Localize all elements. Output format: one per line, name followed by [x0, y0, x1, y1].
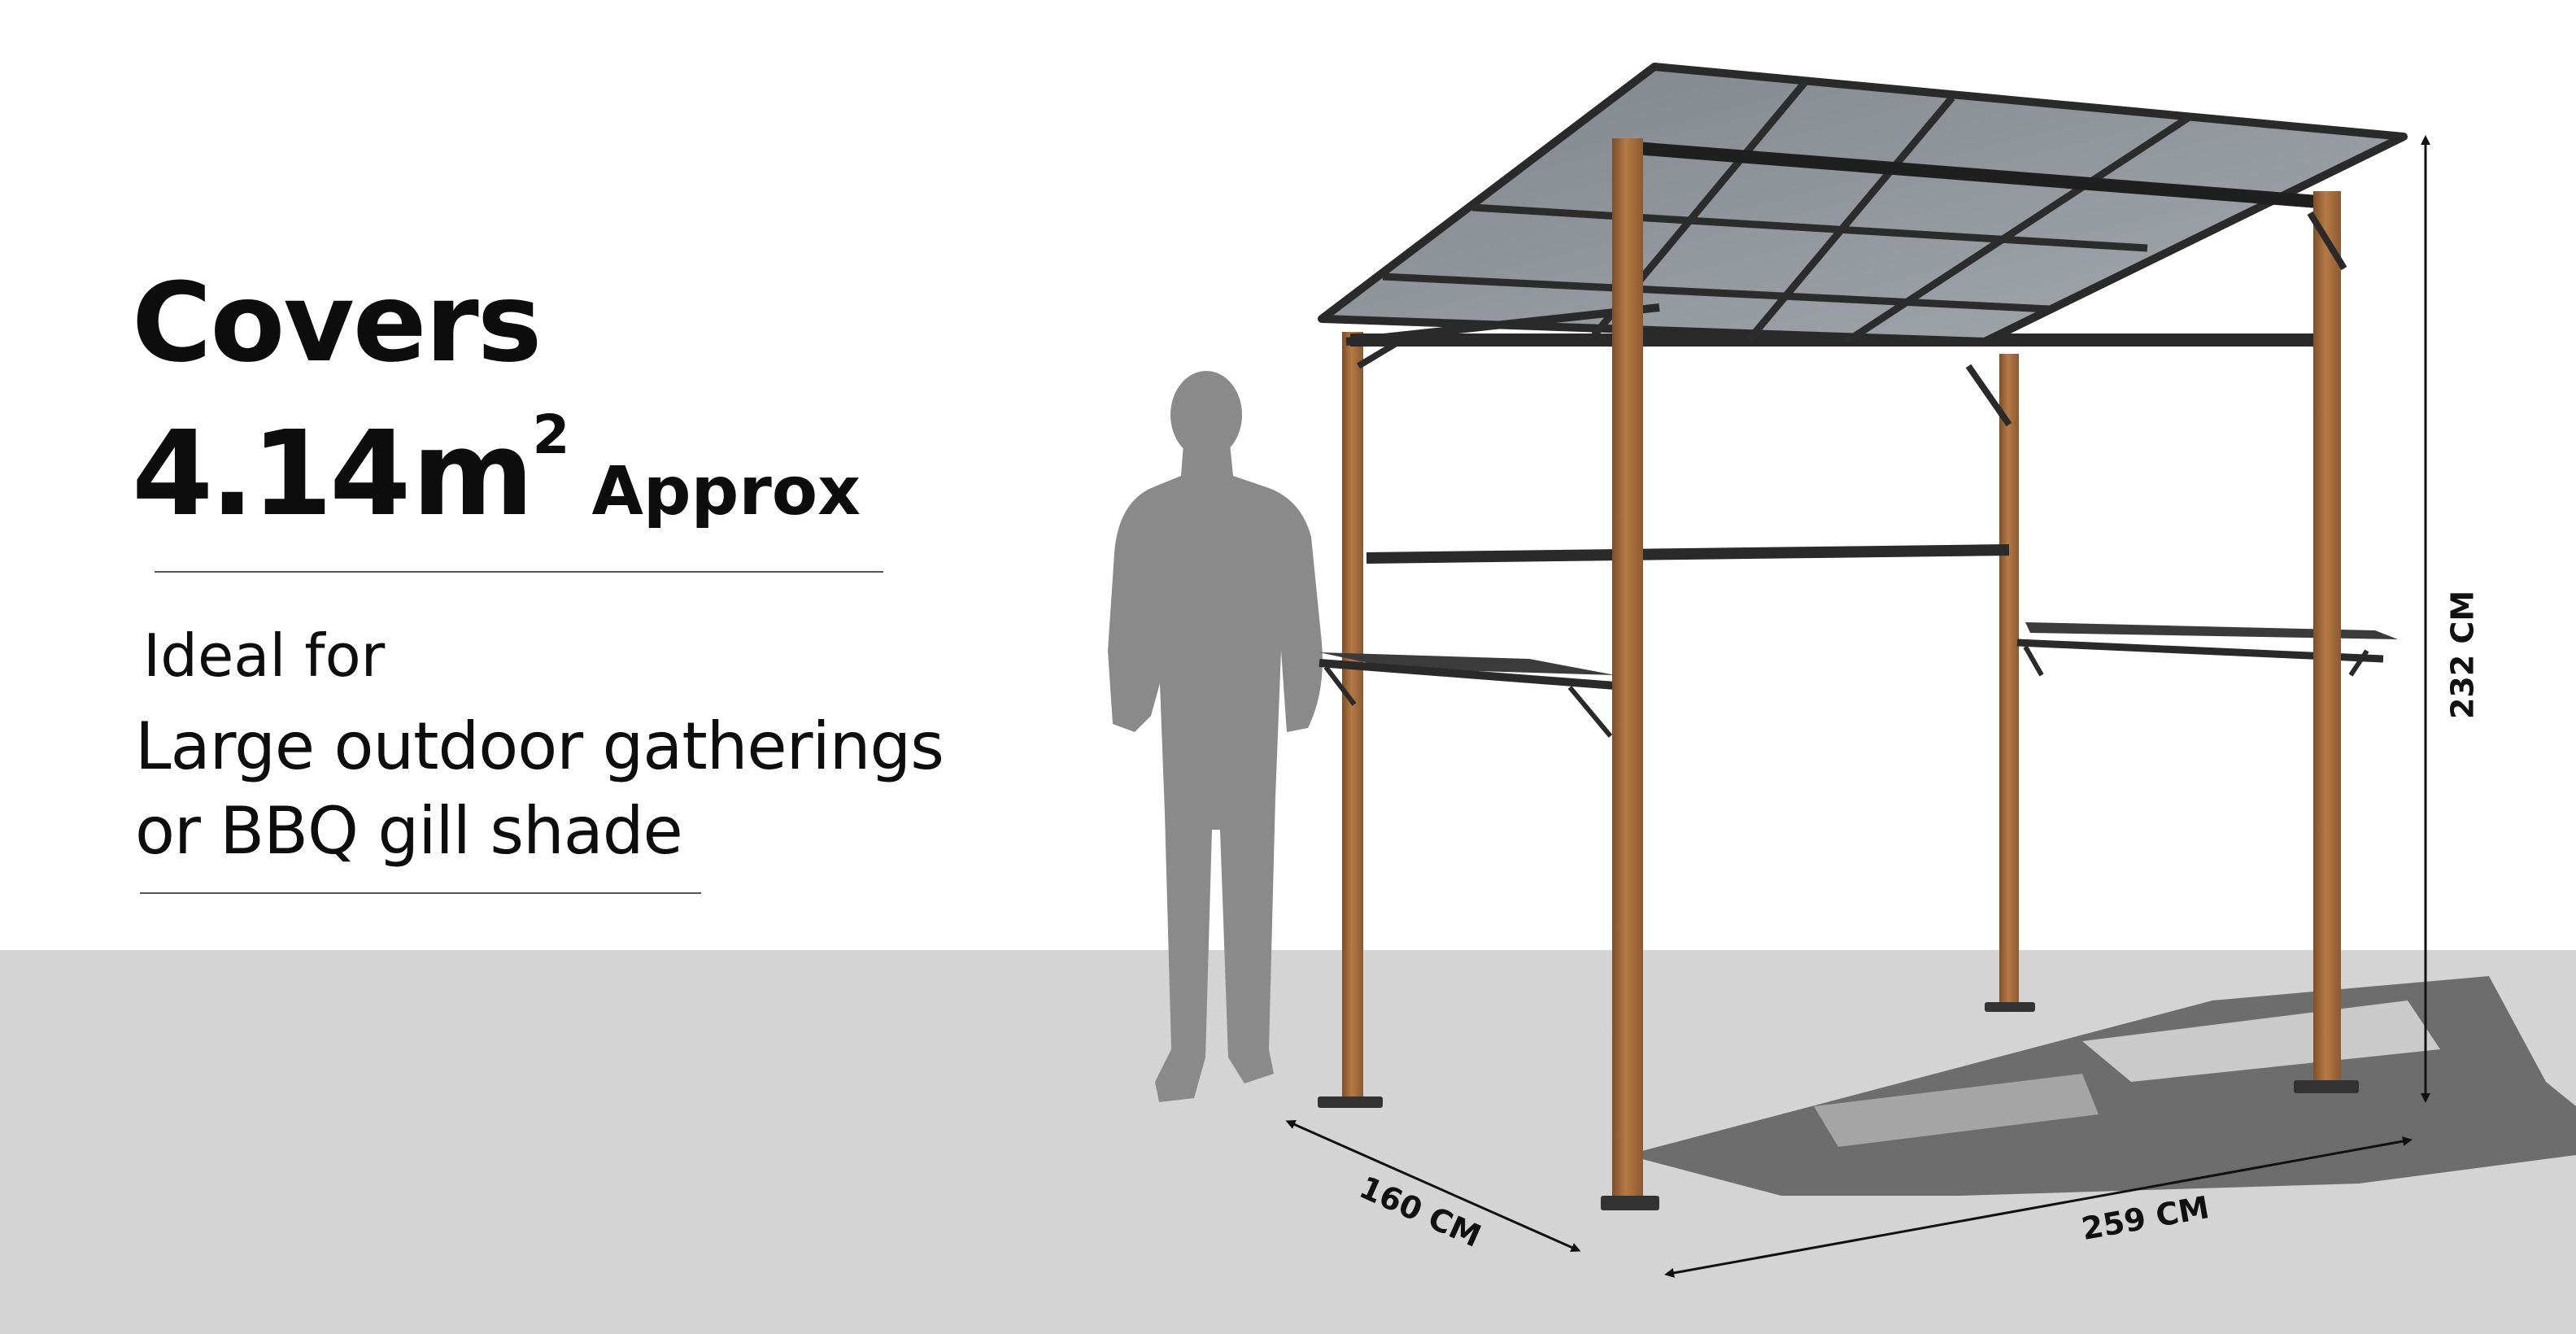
shelf-left: [1319, 652, 1616, 738]
gazebo-roof: [1318, 63, 2408, 346]
post-foot-plates: [1318, 1002, 2359, 1210]
post-back-left: [1342, 332, 1363, 1101]
area-unit-exponent: 2: [532, 403, 570, 466]
gazebo-shadow: [1627, 976, 2576, 1196]
divider-top: [155, 571, 883, 573]
human-silhouette-icon: [1108, 371, 1323, 1102]
use-line-2: or BBQ gill shade: [135, 793, 683, 869]
area-value-row: 4.14 m2 Approx: [132, 408, 861, 533]
post-front-left: [1612, 138, 1643, 1204]
post-back-right: [1999, 354, 2019, 1005]
post-front-right: [2313, 191, 2341, 1084]
area-unit: m: [412, 405, 534, 542]
divider-bottom: [140, 892, 701, 894]
area-qualifier: Approx: [591, 453, 861, 530]
dimension-width-label: 259 CM: [2079, 1189, 2212, 1247]
feature-text-block: Covers 4.14 m2 Approx Ideal for Large ou…: [0, 0, 1057, 950]
ideal-for-label: Ideal for: [143, 621, 386, 690]
dimension-height-label: 232 CM: [2445, 591, 2481, 719]
dimension-depth-label: 160 CM: [1354, 1169, 1486, 1254]
brace-front-right: [2307, 211, 2347, 271]
area-value: 4.14: [132, 405, 411, 542]
dimension-height: 232 CM: [2421, 135, 2481, 1103]
headline: Covers: [132, 259, 542, 386]
rear-beams: [1350, 334, 2325, 564]
use-line-1: Large outdoor gatherings: [135, 708, 944, 784]
dimension-depth: 160 CM: [1285, 1119, 1581, 1254]
